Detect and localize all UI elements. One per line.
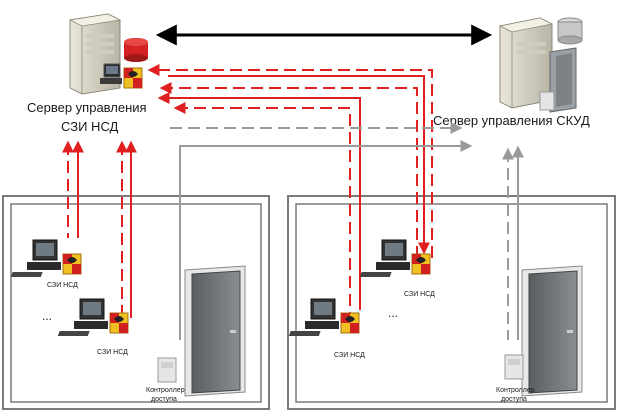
szi-server-icon: [68, 13, 148, 95]
red-links-right: [147, 64, 433, 320]
szi-server-label-line2: СЗИ НСД: [61, 119, 119, 134]
door-icon: [184, 265, 246, 397]
controller-label-line1: Контроллер: [146, 387, 185, 394]
workstation-label: СЗИ НСД: [334, 352, 365, 359]
gray-links: [170, 122, 524, 340]
workstation-label: СЗИ НСД: [47, 282, 78, 289]
skud-server-label: Сервер управления СКУД: [433, 113, 590, 128]
workstation-icon: [57, 298, 129, 336]
access-controller-icon: [157, 357, 177, 383]
workstation-icon: [10, 239, 82, 277]
access-controller-icon: [504, 354, 524, 380]
workstation-label: СЗИ НСД: [97, 349, 128, 356]
controller-label-line2: доступа: [151, 396, 177, 403]
skud-server-icon: [498, 17, 583, 113]
szi-server-label-line1: Сервер управления: [27, 100, 147, 115]
workstation-label: СЗИ НСД: [404, 291, 435, 298]
ellipsis: ...: [42, 309, 52, 323]
red-links-left: [62, 140, 137, 318]
door-icon: [521, 265, 583, 397]
workstation-icon: [288, 298, 360, 336]
controller-label-line2: доступа: [501, 396, 527, 403]
ellipsis: ...: [388, 306, 398, 320]
controller-label-line1: Контроллер: [496, 387, 535, 394]
workstation-icon: [359, 239, 431, 277]
